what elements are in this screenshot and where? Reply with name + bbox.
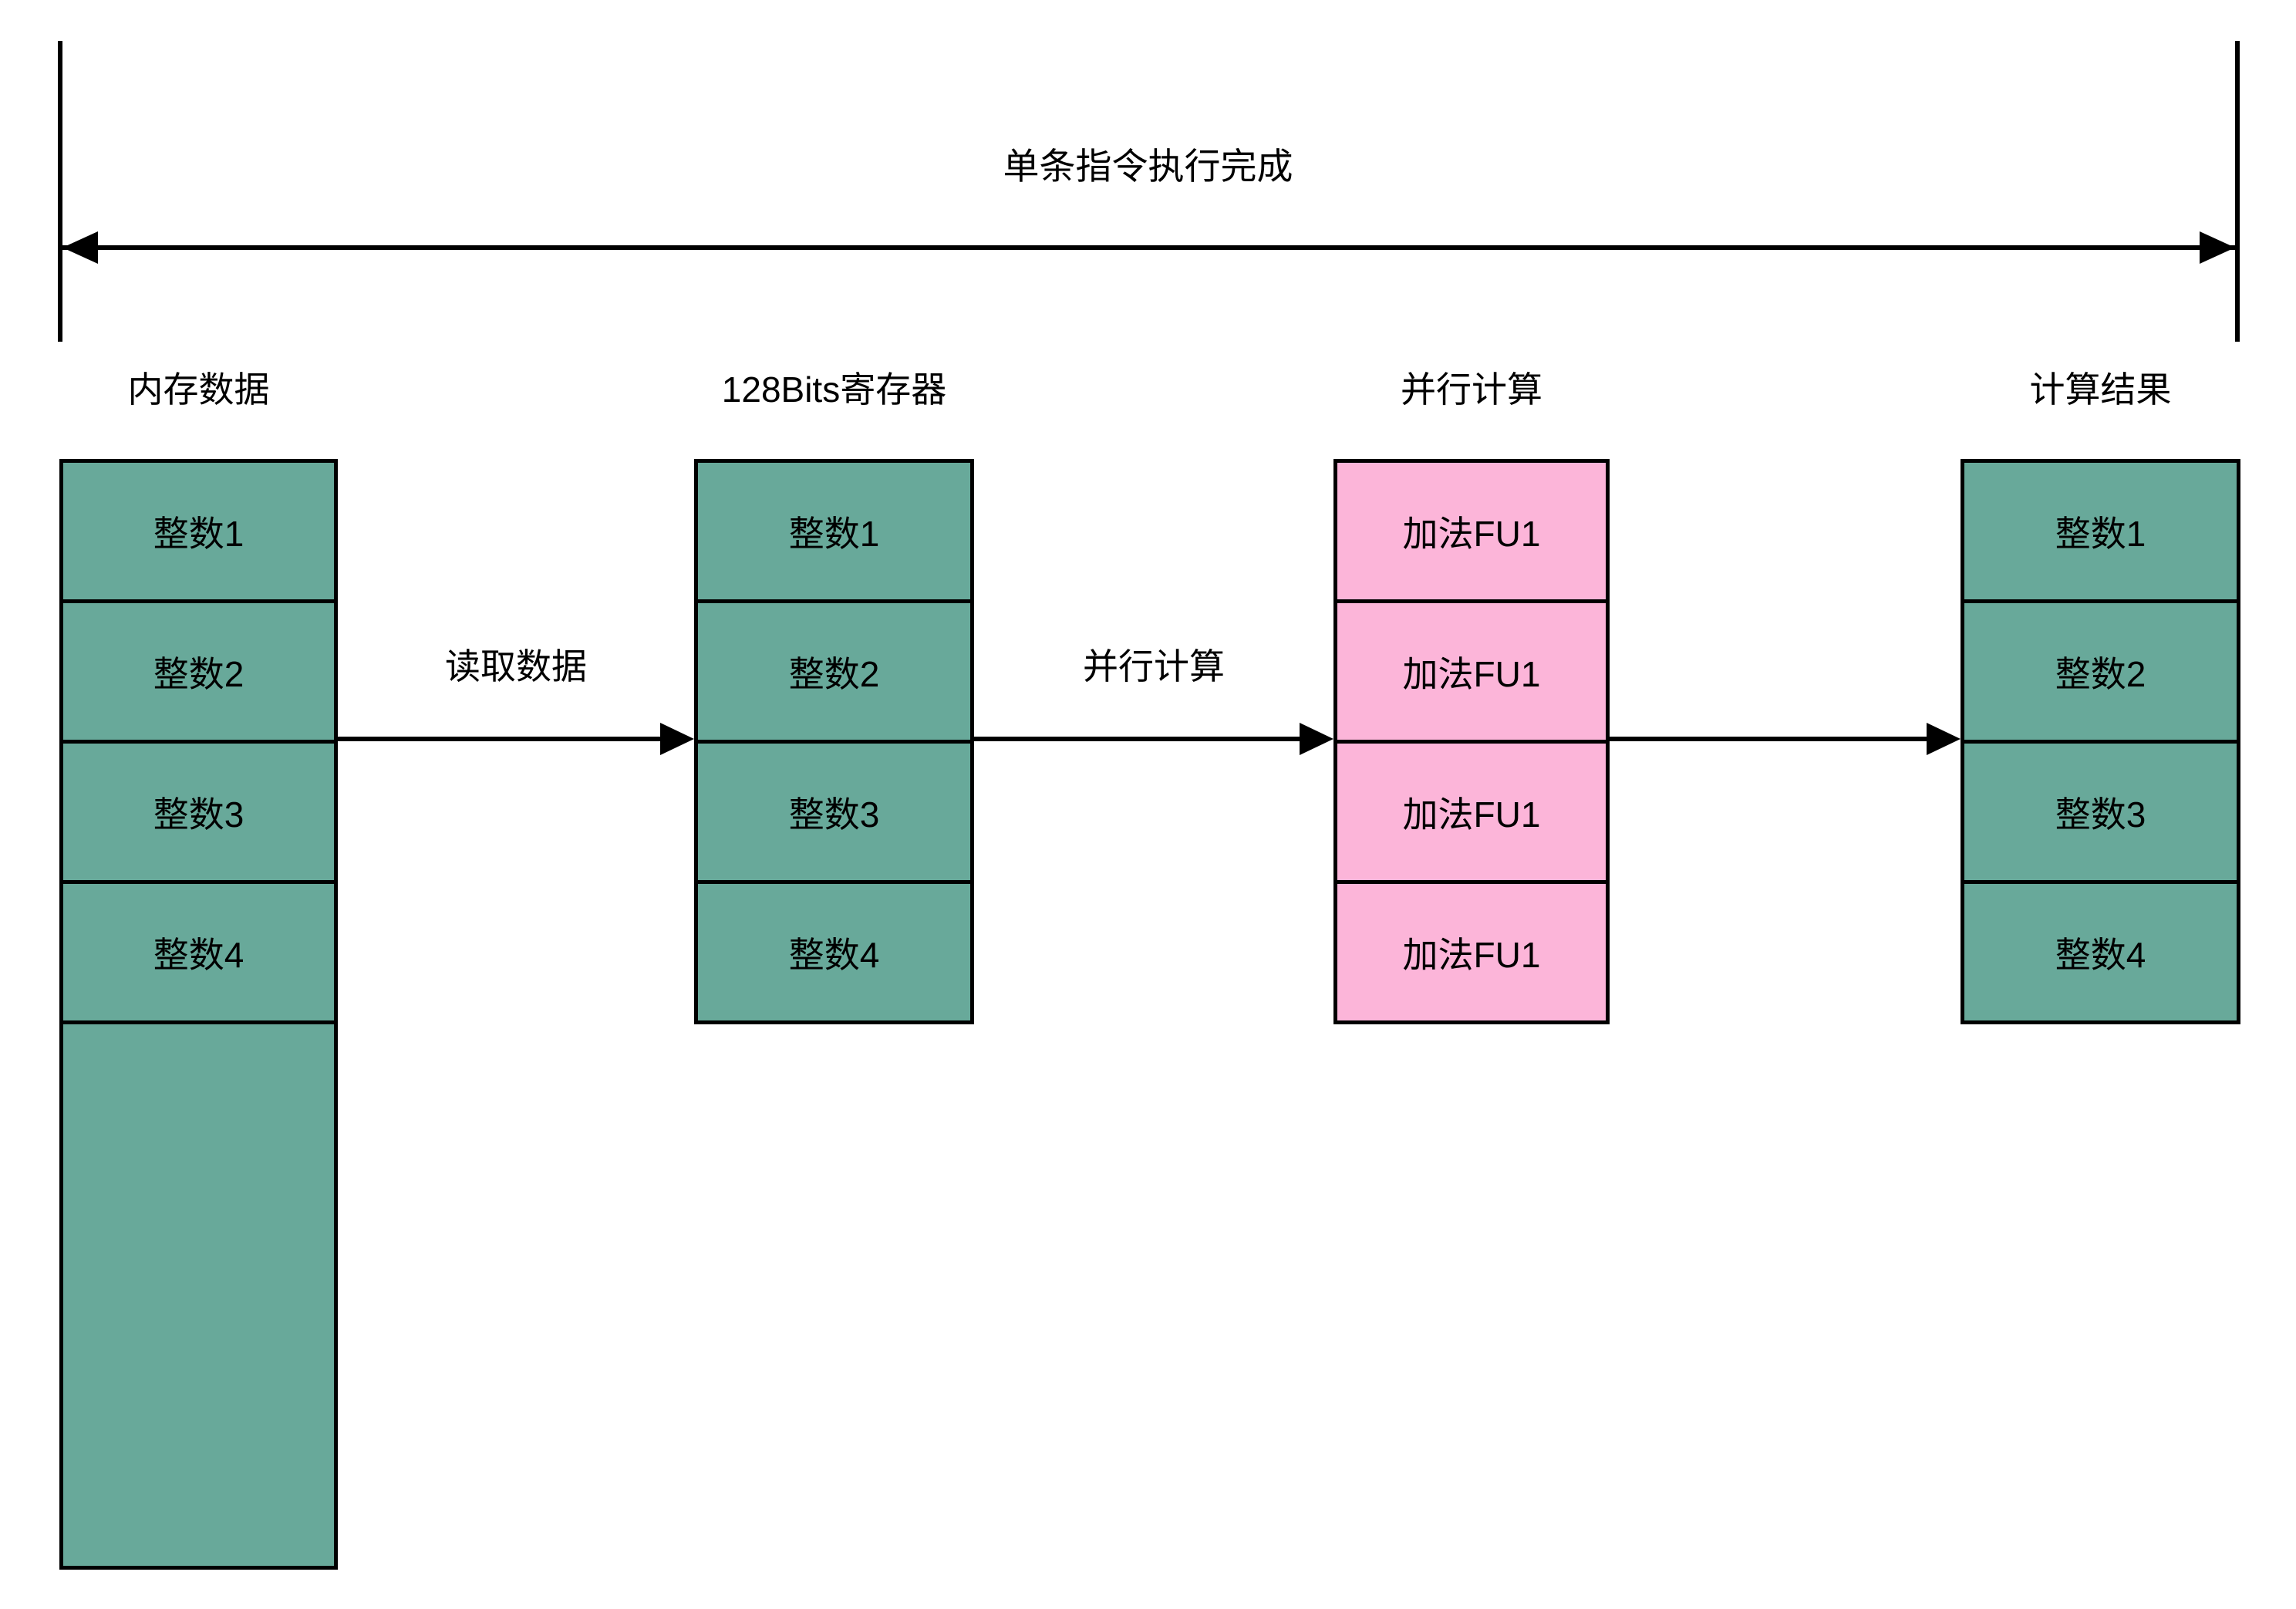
read-data-arrow-line <box>338 737 663 741</box>
compute-fu-cell: 加法FU1 <box>1337 740 1606 880</box>
register-cell: 整数4 <box>698 880 970 1020</box>
result-cell: 整数4 <box>1964 880 2237 1020</box>
result-cell: 整数2 <box>1964 599 2237 740</box>
timeline-arrowhead-right-icon <box>2200 231 2235 264</box>
read-data-arrowhead-icon <box>660 723 694 755</box>
parallel-compute-arrow-label: 并行计算 <box>1083 646 1225 686</box>
column-header-memory: 内存数据 <box>127 369 270 410</box>
memory-column: 整数1 整数2 整数3 整数4 <box>59 459 338 1570</box>
parallel-compute-arrowhead-icon <box>1300 723 1333 755</box>
memory-tail-cell <box>63 1020 334 1566</box>
timeline-left-tick <box>58 41 62 342</box>
compute-fu-cell: 加法FU1 <box>1337 880 1606 1020</box>
register-cell: 整数3 <box>698 740 970 880</box>
timeline-arrow-line <box>62 245 2235 250</box>
memory-cell: 整数2 <box>63 599 334 740</box>
column-header-compute: 并行计算 <box>1401 369 1542 410</box>
result-cell: 整数3 <box>1964 740 2237 880</box>
timeline-label: 单条指令执行完成 <box>1003 146 1293 187</box>
result-arrow-line <box>1610 737 1930 741</box>
result-column: 整数1 整数2 整数3 整数4 <box>1961 459 2240 1024</box>
register-column: 整数1 整数2 整数3 整数4 <box>694 459 974 1024</box>
timeline-right-tick <box>2235 41 2240 342</box>
compute-fu-cell: 加法FU1 <box>1402 513 1541 554</box>
register-cell: 整数1 <box>788 513 880 554</box>
column-header-result: 计算结果 <box>2029 369 2172 410</box>
result-cell: 整数1 <box>2055 513 2146 554</box>
compute-column: 加法FU1 加法FU1 加法FU1 加法FU1 <box>1333 459 1610 1024</box>
register-cell: 整数2 <box>698 599 970 740</box>
parallel-compute-arrow-line <box>974 737 1303 741</box>
memory-cell: 整数3 <box>63 740 334 880</box>
timeline-arrowhead-left-icon <box>62 231 98 264</box>
column-header-register: 128Bits寄存器 <box>721 369 947 410</box>
memory-cell: 整数4 <box>63 880 334 1020</box>
compute-fu-cell: 加法FU1 <box>1337 599 1606 740</box>
memory-cell: 整数1 <box>153 513 244 554</box>
read-data-arrow-label: 读取数据 <box>445 646 587 686</box>
result-arrowhead-icon <box>1927 723 1961 755</box>
